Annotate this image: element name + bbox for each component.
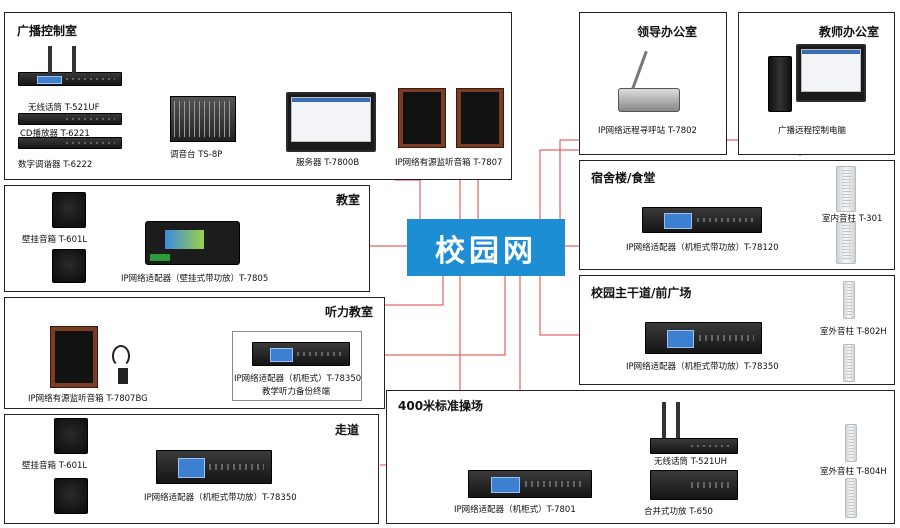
listening-backup-label: 教学听力备份终端 — [262, 387, 331, 397]
wireless-mic-receiver-icon — [18, 72, 122, 86]
campus-network-hub: 校园网 — [407, 219, 565, 276]
dorm-adapter-label: IP网络适配器（机柜式带功放）T-78120 — [626, 243, 779, 253]
mixer-label: 调音台 TS-8P — [170, 150, 223, 160]
handheld-mic-icon — [662, 402, 666, 438]
rack-adapter-icon — [642, 207, 762, 233]
room-sports-field: 400米标准操场 — [386, 390, 895, 524]
server-icon — [286, 92, 376, 152]
remote-pc-label: 广播远程控制电脑 — [778, 126, 847, 136]
outdoor-column-icon — [843, 344, 855, 382]
wall-speaker-icon — [52, 249, 86, 283]
handheld-mic-icon — [676, 402, 680, 438]
room-leader-office: 领导办公室 — [579, 12, 727, 155]
listening-speaker-label: IP网络有源监听音箱 T-7807BG — [28, 394, 148, 404]
corridor-speaker-label: 壁挂音箱 T-601L — [22, 461, 88, 471]
room-title: 领导办公室 — [637, 25, 698, 39]
wireless-mic-receiver-icon — [650, 438, 738, 454]
paging-station-label: IP网络远程寻呼站 T-7802 — [598, 126, 697, 136]
rack-adapter-icon — [645, 322, 762, 354]
merge-amp-label: 合并式功放 T-650 — [644, 507, 713, 517]
listening-monitor-speaker-icon — [50, 326, 98, 388]
room-title: 宿舍楼/食堂 — [591, 171, 656, 185]
room-title: 400米标准操场 — [398, 399, 484, 413]
wall-speaker-icon — [52, 192, 86, 228]
wall-speaker-icon — [54, 478, 88, 514]
indoor-column-icon — [836, 166, 856, 212]
digital-tuner-label: 数字调谐器 T-6222 — [18, 160, 93, 170]
merge-amp-icon — [650, 470, 738, 500]
cd-player-icon — [18, 113, 122, 125]
room-title: 广播控制室 — [17, 24, 78, 38]
paging-station-icon — [618, 88, 680, 112]
cd-player-label: CD播放器 T-6221 — [20, 129, 90, 139]
headset-mic-icon — [112, 345, 130, 367]
wall-speaker-label: 壁挂音箱 T-601L — [22, 235, 88, 245]
outdoor-column-icon — [845, 478, 857, 518]
corridor-adapter-label: IP网络适配器（机柜式带功放）T-78350 — [144, 493, 297, 503]
room-title: 教师办公室 — [819, 25, 880, 39]
room-title: 走道 — [335, 423, 360, 437]
outdoor-column-804-label: 室外音柱 T-804H — [820, 467, 887, 477]
indoor-column-label: 室内音柱 T-301 — [822, 214, 883, 224]
pc-monitor-icon — [796, 44, 866, 102]
room-title: 校园主干道/前广场 — [591, 286, 692, 300]
monitor-speaker-right-icon — [456, 88, 504, 148]
listening-adapter-label: IP网络适配器（机柜式）T-78350 — [234, 374, 362, 384]
monitor-speaker-left-icon — [398, 88, 446, 148]
wall-adapter-label: IP网络适配器（壁挂式带功放）T-7805 — [121, 274, 269, 284]
outdoor-column-802-label: 室外音柱 T-802H — [820, 327, 887, 337]
wireless-mic-label: 无线话筒 T-521UF — [28, 103, 100, 113]
indoor-column-icon — [836, 222, 856, 264]
outdoor-column-icon — [845, 424, 857, 462]
room-title: 听力教室 — [325, 305, 374, 319]
server-label: 服务器 T-7800B — [296, 158, 360, 168]
digital-tuner-icon — [18, 137, 122, 149]
field-adapter-label: IP网络适配器（机柜式）T-7801 — [454, 505, 576, 515]
handheld-mic-icon — [48, 46, 52, 74]
mixer-icon — [170, 96, 236, 142]
rack-adapter-icon — [156, 450, 272, 484]
wall-speaker-icon — [54, 418, 88, 454]
headset-pack-icon — [118, 368, 128, 384]
road-adapter-label: IP网络适配器（机柜式带功放）T-78350 — [626, 362, 779, 372]
rack-adapter-icon — [252, 342, 350, 366]
handheld-mic-icon — [72, 46, 76, 74]
monitor-speaker-label: IP网络有源监听音箱 T-7807 — [395, 158, 503, 168]
field-wireless-mic-label: 无线话筒 T-521UH — [654, 457, 728, 467]
rack-adapter-icon — [468, 470, 592, 498]
wall-adapter-icon — [145, 221, 240, 265]
room-title: 教室 — [336, 193, 361, 207]
pc-tower-icon — [768, 56, 792, 112]
outdoor-column-icon — [843, 281, 855, 319]
